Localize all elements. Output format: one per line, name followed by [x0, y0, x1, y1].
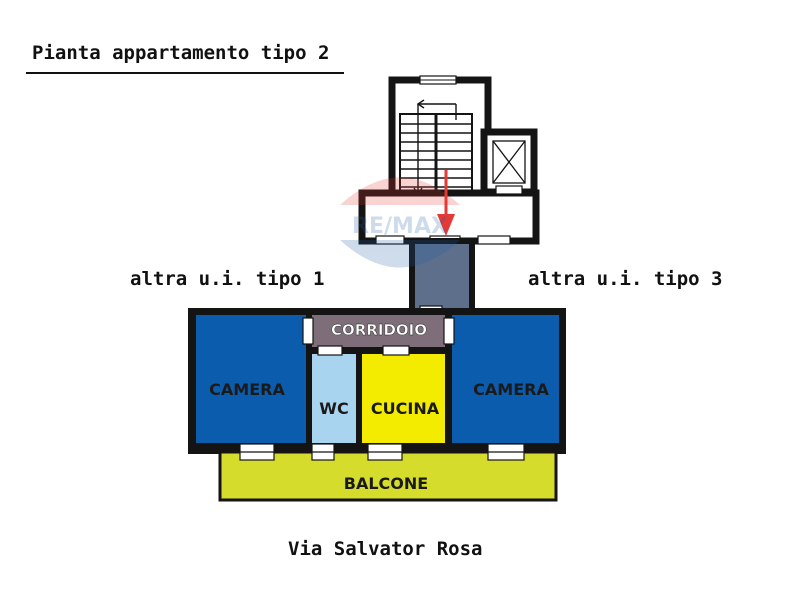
- room-corridoio: [312, 315, 445, 347]
- room-camera-left: [196, 315, 306, 443]
- label-corridoio: CORRIDOIO: [331, 321, 427, 339]
- room-cucina: [362, 354, 445, 443]
- label-camera-left: CAMERA: [209, 380, 285, 399]
- remax-watermark: RE/MAX: [340, 177, 460, 268]
- label-balcone: BALCONE: [344, 474, 428, 493]
- label-cucina: CUCINA: [371, 399, 440, 418]
- room-wc: [312, 354, 356, 443]
- entrance-arrow: [437, 170, 455, 236]
- stair-steps: [399, 113, 473, 193]
- balcony-windows: [239, 443, 525, 461]
- neighbor-left-label: altra u.i. tipo 1: [130, 268, 325, 290]
- elevator-icon: [492, 140, 526, 184]
- title-underline: [26, 72, 344, 74]
- room-camera-right: [452, 315, 559, 443]
- entry-hall: [409, 238, 475, 314]
- watermark-text: RE/MAX: [352, 214, 448, 239]
- label-camera-right: CAMERA: [473, 380, 549, 399]
- interior-doors: [302, 317, 455, 356]
- plan-title: Pianta appartamento tipo 2: [32, 42, 330, 64]
- street-label: Via Salvator Rosa: [288, 538, 483, 560]
- neighbor-right-label: altra u.i. tipo 3: [528, 268, 723, 290]
- label-wc: WC: [319, 399, 348, 418]
